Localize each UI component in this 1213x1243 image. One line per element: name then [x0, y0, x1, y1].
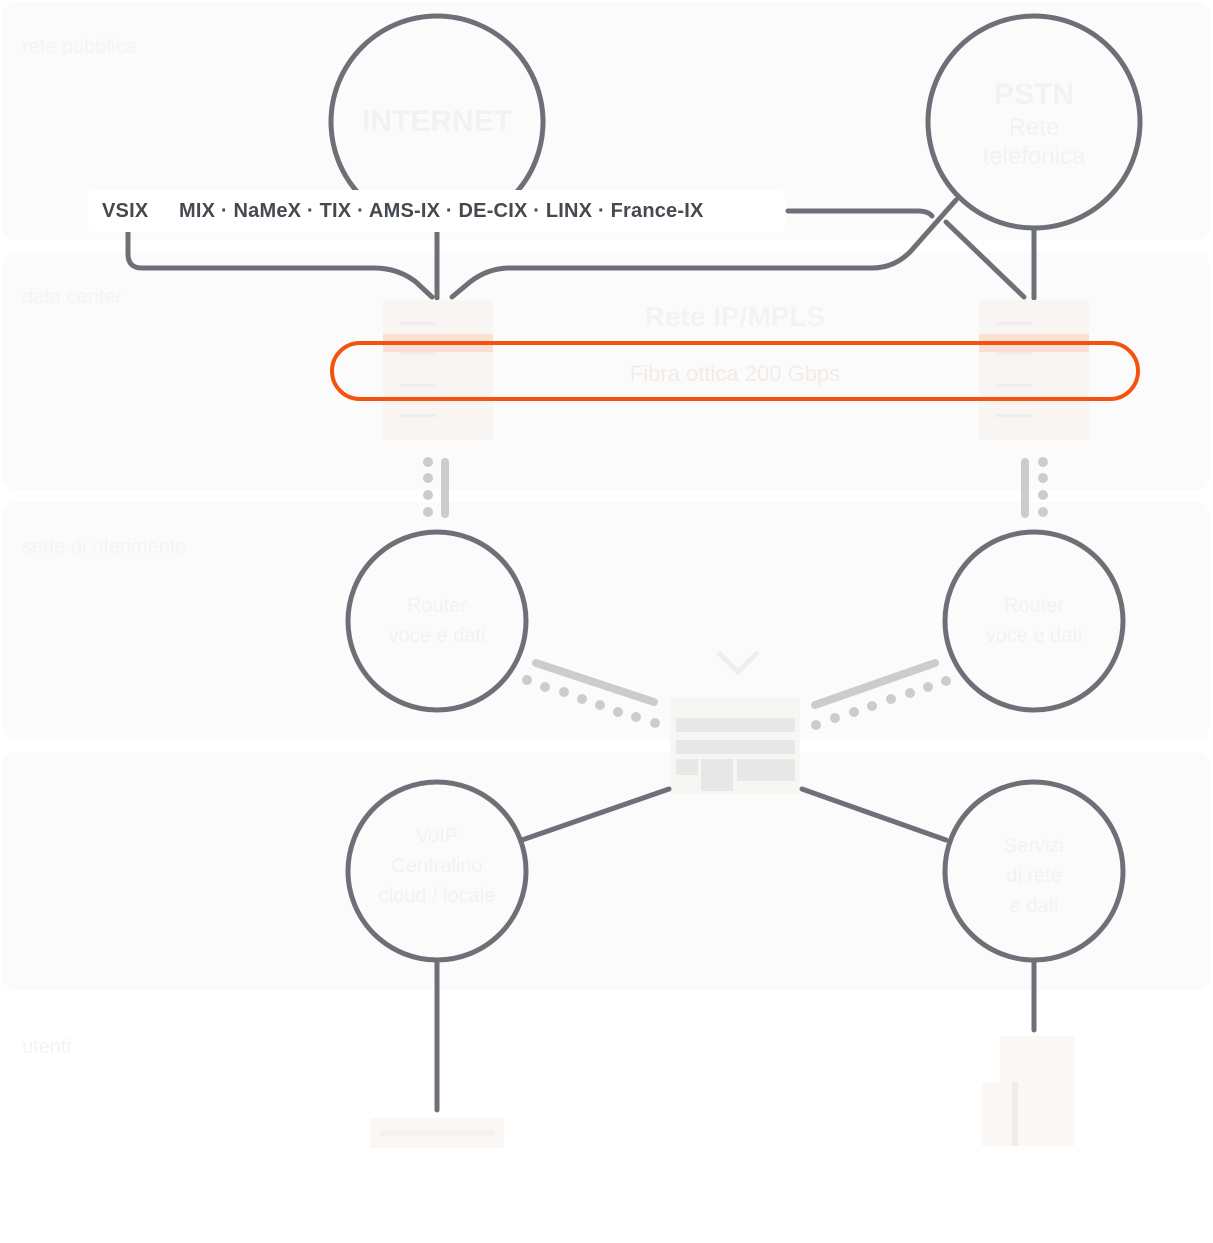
pstn-subtitle-line1: Rete — [1009, 114, 1060, 141]
user-device-left — [370, 1118, 504, 1148]
uplink-lines — [125, 197, 1037, 301]
site-to-device-dots — [522, 675, 951, 730]
site-to-device-links — [532, 659, 939, 709]
router-left-line1: Router — [407, 595, 467, 617]
node-router-left: Router voce e dati — [345, 529, 529, 713]
exchange-vsix-label: VSIX — [102, 200, 149, 222]
dc-to-site-dots — [423, 457, 1048, 517]
pstn-subtitle-line2: telefonica — [983, 143, 1086, 170]
band-label-users: utenti — [22, 1036, 71, 1058]
voip-line2: Centralino — [391, 855, 482, 877]
device-to-services-links — [434, 786, 1037, 1113]
router-left — [383, 300, 493, 440]
services-line2: di rete — [1006, 865, 1062, 887]
backbone-subtitle: Fibra ottica 200 Gbps — [630, 361, 840, 386]
internet-label: INTERNET — [362, 105, 512, 138]
vsix-to-router-line — [125, 229, 435, 300]
node-voip: VoIP Centralino cloud / locale — [345, 779, 529, 963]
backbone-ring — [330, 341, 1140, 401]
services-line1: Servizi — [1004, 835, 1064, 857]
pstn-diagonal-line — [943, 219, 1027, 300]
exchange-label-box — [88, 190, 785, 232]
router-left-line2: voce e dati — [389, 625, 486, 647]
voip-line1: VoIP — [416, 825, 458, 847]
exchange-to-pstn-line — [785, 208, 935, 219]
central-switch — [670, 650, 800, 793]
router-right — [979, 300, 1089, 440]
exchange-list-label: MIX · NaMeX · TIX · AMS-IX · DE-CIX · LI… — [179, 200, 704, 222]
router-right-line2: voce e dati — [986, 625, 1083, 647]
voip-line3: cloud / locale — [379, 885, 496, 907]
dc-to-site-links — [441, 458, 1029, 518]
services-line3: e dati — [1010, 895, 1059, 917]
node-router-right: Router voce e dati — [942, 529, 1126, 713]
band-label-public-network: rete pubblica — [22, 36, 137, 58]
pstn-label: PSTN — [994, 78, 1074, 111]
router-right-line1: Router — [1004, 595, 1064, 617]
node-services: Servizi di rete e dati — [942, 779, 1126, 963]
node-pstn: PSTN Rete telefonica — [925, 13, 1143, 231]
exchange-to-router-line — [449, 197, 959, 300]
user-device-right — [982, 1036, 1074, 1146]
band-label-data-center: data center — [22, 286, 123, 308]
band-label-site: sede di riferimento — [22, 536, 187, 558]
backbone-title: Rete IP/MPLS — [645, 301, 825, 332]
